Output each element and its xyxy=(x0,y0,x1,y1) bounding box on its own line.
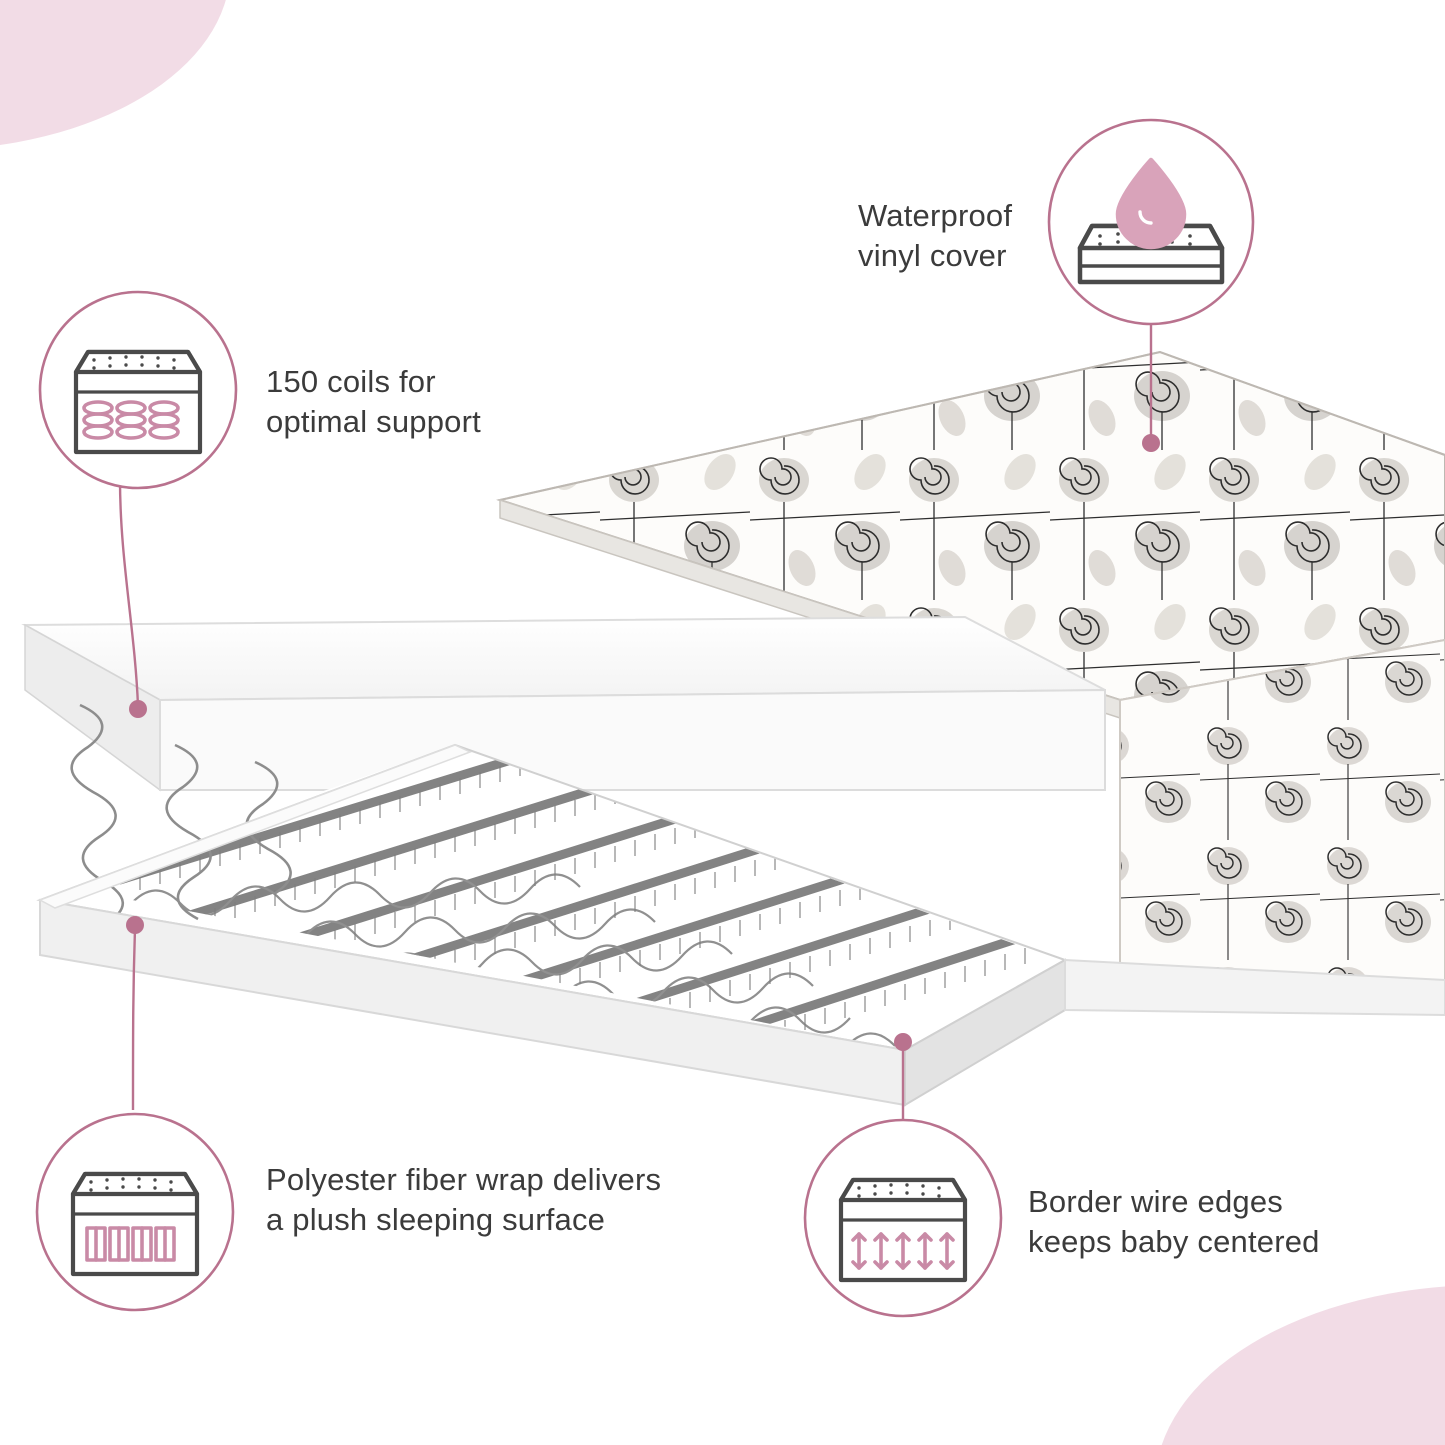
callout-badge-border[interactable] xyxy=(803,1118,1003,1318)
mattress-fiber-wrap-icon xyxy=(70,1171,200,1277)
callout-label-fiber: Polyester fiber wrap delivers a plush sl… xyxy=(266,1162,662,1237)
leader-dot-waterproof xyxy=(1142,434,1160,452)
leader-dot-fiber xyxy=(126,916,144,934)
callout-label-coils: 150 coils for optimal support xyxy=(266,364,481,439)
callout-label-waterproof: Waterproof vinyl cover xyxy=(858,198,1013,273)
leader-line-coils xyxy=(118,479,140,707)
callout-badge-fiber[interactable] xyxy=(35,1112,235,1312)
callout-label-border: Border wire edges keeps baby centered xyxy=(1028,1184,1320,1259)
leader-line-fiber xyxy=(131,927,137,1111)
leader-dot-coils xyxy=(129,700,147,718)
callout-badge-waterproof[interactable] xyxy=(1047,118,1255,326)
mattress-water-drop-icon xyxy=(1077,157,1225,285)
mattress-border-wire-icon xyxy=(838,1177,968,1283)
leader-dot-border xyxy=(894,1033,912,1051)
callout-badge-coils[interactable] xyxy=(38,290,238,490)
mattress-coils-icon xyxy=(73,349,203,455)
